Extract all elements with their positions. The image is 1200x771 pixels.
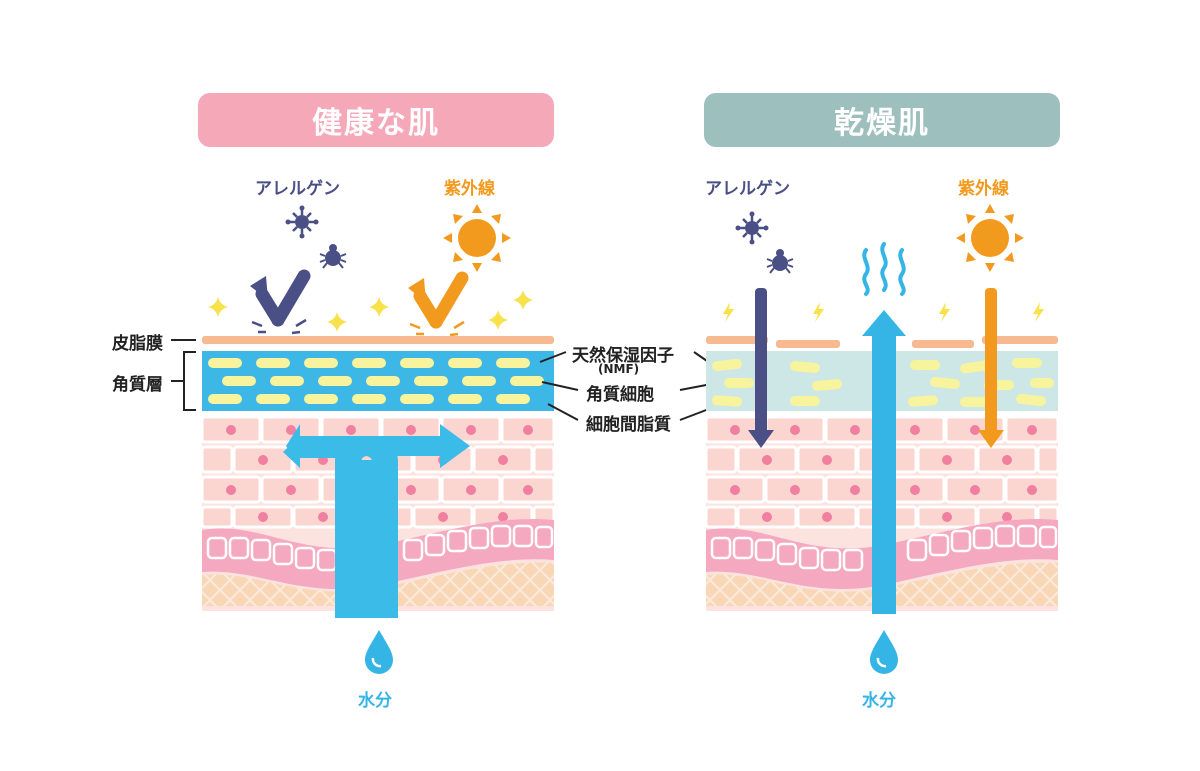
sparkle-icon [327,312,347,332]
corneocyte-label: 角質細胞 [586,385,654,405]
escaping-water-arrow [862,310,906,614]
penetrating-uv-arrow [978,288,1004,448]
dry-skin-title: 乾燥肌 [704,93,1060,147]
broken-sebum-film [706,336,1058,348]
healthy-skin-panel [171,204,723,676]
water-label-left: 水分 [358,691,392,711]
cell-nuclei-dry [730,425,1037,522]
water-arrow-stem [360,460,398,618]
mite-icon-right [766,248,794,274]
sparkle-icon [369,297,389,317]
subcutaneous-fat [202,562,554,606]
evaporation-icon [862,242,906,296]
allergen-label-left: アレルゲン [255,179,340,199]
allergen-label-right: アレルゲン [705,179,790,199]
irritation-bolt-icon [723,302,734,322]
reflected-allergen-arrow [250,269,311,327]
sebum-film [202,336,554,344]
virus-icon-right [734,210,770,246]
corneocytes [208,358,544,404]
uv-label-left: 紫外線 [444,179,495,199]
sparkle-icon [488,310,508,330]
irritation-bolt-icon [1033,302,1044,322]
healthy-skin-title: 健康な肌 [198,93,554,147]
virus-icon-left [284,204,320,240]
uv-label-right: 紫外線 [958,179,1009,199]
subcutaneous-fat-dry [706,562,1058,606]
corneocytes-dry [712,358,1054,407]
impact-lines-allergen [251,318,307,335]
basal-cells-dry [710,524,1058,572]
mite-icon-left [319,243,347,269]
basal-cells [206,524,554,572]
water-label-right: 水分 [862,691,896,711]
irritation-bolt-icon [813,302,824,322]
nmf-label: 天然保湿因子 [572,346,674,366]
intercellular-lipid-label: 細胞間脂質 [586,415,671,435]
sparkle-icon [208,297,228,317]
dry-skin-panel [704,204,1060,676]
impact-lines-uv [409,320,465,337]
reflected-uv-arrow [408,271,469,329]
nmf-abbr-label: (NMF) [598,362,640,376]
layer-brackets [171,339,196,411]
water-drop-icon-right [868,628,900,676]
sparkle-icon [513,290,533,310]
penetrating-allergen-arrow [748,288,774,448]
irritation-bolt-icon [939,302,950,322]
water-drop-icon-left [363,628,395,676]
sebum-film-label: 皮脂膜 [112,334,163,354]
sun-icon-right [956,204,1024,272]
stratum-corneum-label: 角質層 [112,375,163,395]
sun-icon-left [443,204,511,272]
